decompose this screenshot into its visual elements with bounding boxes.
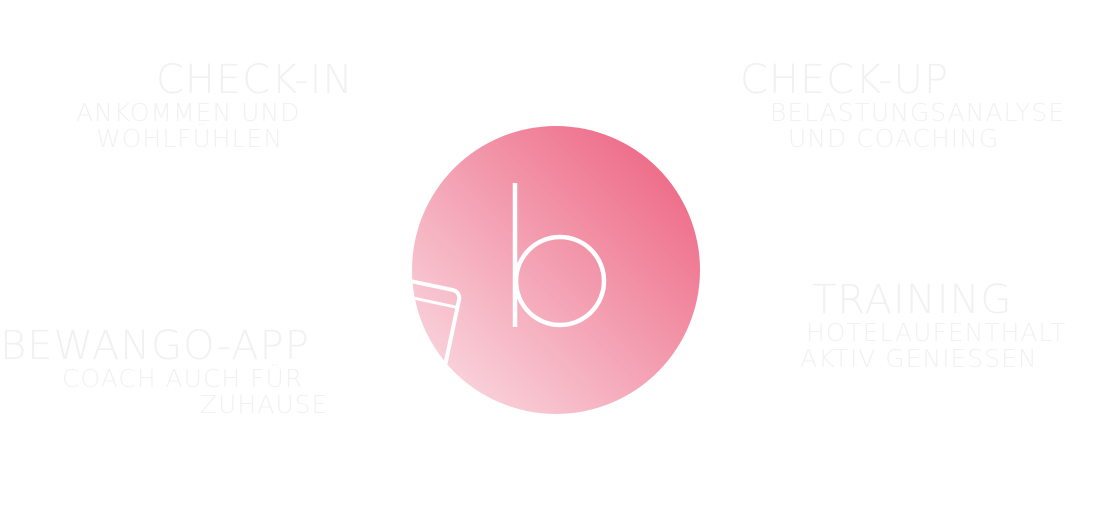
feature-subtitle-line1: ANKOMMEN UND [76,98,301,127]
letter-b-glyph [512,183,607,328]
smartphone-icon [412,277,462,394]
logo-graphic: b [412,126,700,414]
logo-circle [412,126,700,414]
feature-subtitle-line2: AKTIV GENIESSEN [800,344,1038,373]
feature-title: BEWANGO-APP [0,323,310,369]
feature-training[interactable]: TRAINING HOTELAUFENTHALT AKTIV GENIESSEN [800,280,1096,372]
feature-title: CHECK-UP [740,57,950,103]
feature-check-up[interactable]: CHECK-UP BELASTUNGSANALYSE UND COACHING [740,60,1096,152]
feature-subtitle-line2: ZUHAUSE [200,390,329,419]
bewango-logo: b [410,126,700,416]
feature-subtitle-line1: HOTELAUFENTHALT [806,318,1067,347]
feature-subtitle-line2: UND COACHING [788,124,1000,153]
feature-subtitle-line1: COACH AUCH FÜR [62,364,304,393]
feature-title: CHECK-IN [156,57,354,103]
feature-check-in[interactable]: CHECK-IN ANKOMMEN UND WOHLFÜHLEN [76,60,376,152]
feature-bewango-app[interactable]: BEWANGO-APP COACH AUCH FÜR ZUHAUSE [0,326,340,418]
feature-subtitle-line1: BELASTUNGSANALYSE [770,98,1066,127]
feature-subtitle-line2: WOHLFÜHLEN [96,124,284,153]
feature-title: TRAINING [812,277,1013,323]
